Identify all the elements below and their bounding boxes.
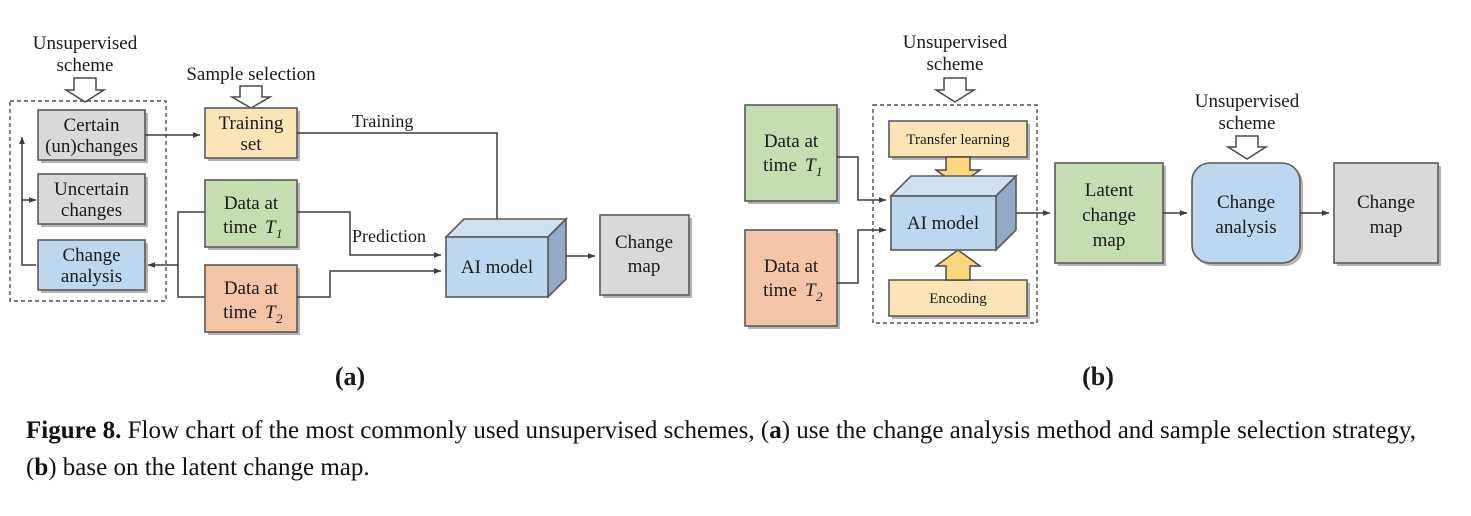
- annotation-line-2: scheme: [1219, 113, 1276, 134]
- node-label-line-1: Data at: [224, 193, 279, 214]
- node-label-subscript: 2: [816, 289, 823, 304]
- node-data-t2-a[interactable]: Data at time T 2: [204, 264, 300, 335]
- node-data-t2-b[interactable]: Data at time T 2: [744, 229, 840, 329]
- node-label-line-2: map: [1370, 217, 1403, 238]
- node-label-symbol: T: [265, 217, 277, 238]
- down-block-arrow-icon: [1225, 135, 1269, 160]
- node-label-line-1: Data at: [224, 278, 279, 299]
- figure-caption-text-1: Flow chart of the most commonly used uns…: [121, 417, 770, 444]
- node-transfer-learning[interactable]: Transfer learning: [888, 120, 1030, 160]
- cube-front-face: [445, 236, 549, 298]
- node-uncertain-changes[interactable]: Uncertain changes: [37, 173, 148, 227]
- node-label-line-3: map: [1093, 230, 1126, 251]
- node-label-line-2: set: [240, 134, 262, 155]
- node-ai-model-a[interactable]: AI model: [444, 217, 568, 299]
- node-label-subscript: 2: [276, 311, 283, 326]
- connector-t1-prediction-to-ai-model: [297, 211, 442, 258]
- down-block-arrow-icon: [933, 77, 977, 103]
- node-label-line-1: Change: [615, 232, 673, 253]
- node-label-line-2: changes: [61, 200, 122, 221]
- connector-training-to-ai-model: [297, 132, 500, 229]
- node-label-line-1: Certain: [64, 115, 120, 136]
- edge-label-prediction: Prediction: [352, 226, 426, 246]
- annotation-line-2: scheme: [57, 55, 114, 76]
- node-label-line-2: (un)changes: [45, 136, 138, 157]
- figure-caption-text-3: method and sample selection strategy, (: [26, 417, 1416, 481]
- figure-caption-text-2: ) use the change analysis: [781, 417, 1031, 444]
- node-label-line-2: analysis: [61, 266, 122, 287]
- unsupervised-scheme-group-b: [872, 104, 1038, 324]
- panel-b-label: (b): [1082, 362, 1114, 391]
- cube-top-face: [444, 218, 568, 238]
- annotation-line-1: Unsupervised: [903, 32, 1008, 53]
- node-change-analysis-a[interactable]: Change analysis: [37, 239, 148, 293]
- node-encoding[interactable]: Encoding: [888, 279, 1030, 319]
- node-label-symbol: T: [805, 280, 817, 301]
- cube-top-face: [889, 175, 1018, 197]
- node-label-line-2: time: [223, 217, 257, 238]
- connector-t2-prediction-to-ai-model: [297, 268, 442, 298]
- edge-label-training: Training: [352, 111, 413, 131]
- figure-caption: Figure 8. Flow chart of the most commonl…: [26, 412, 1446, 486]
- node-label: AI model: [461, 257, 533, 278]
- node-data-t1-b[interactable]: Data at time T 1: [744, 104, 840, 204]
- figure-caption-ref-a: a: [769, 417, 782, 444]
- annotation-sample-selection: Sample selection: [186, 64, 316, 109]
- node-label-line-2: map: [628, 256, 661, 277]
- node-label-line-1: Change: [1217, 192, 1275, 213]
- node-label-line-2: change: [1082, 205, 1136, 226]
- connector-analysis-to-certain: [19, 136, 36, 266]
- encoding-up-arrow-icon: [933, 249, 983, 281]
- node-label-line-2: analysis: [1215, 217, 1276, 238]
- node-label-line-1: Change: [62, 245, 120, 266]
- node-training-set[interactable]: Training set: [204, 107, 300, 161]
- cube-front-face: [890, 195, 997, 251]
- down-block-arrow-icon: [63, 77, 107, 103]
- annotation-unsupervised-scheme-b-model: Unsupervised scheme: [903, 32, 1008, 103]
- node-label: Transfer learning: [906, 132, 1010, 148]
- annotation-unsupervised-scheme-a: Unsupervised scheme: [33, 33, 138, 103]
- annotation-unsupervised-scheme-b-analysis: Unsupervised scheme: [1195, 91, 1300, 160]
- annotation-line-1: Unsupervised: [33, 33, 138, 54]
- node-label-line-1: Data at: [764, 256, 819, 277]
- flow-chart-diagram: Unsupervised scheme Sample selection Cer…: [9, 32, 1441, 391]
- annotation-line-1: Sample selection: [186, 64, 316, 85]
- panel-b: Unsupervised scheme Unsupervised scheme …: [744, 32, 1441, 391]
- node-label: Encoding: [929, 291, 987, 307]
- node-label-subscript: 1: [816, 164, 823, 179]
- node-label-line-1: Latent: [1085, 180, 1134, 201]
- panel-a: Unsupervised scheme Sample selection Cer…: [9, 33, 692, 391]
- node-change-map-b[interactable]: Change map: [1333, 162, 1441, 266]
- node-label-subscript: 1: [276, 226, 283, 241]
- unsupervised-scheme-group-a: [9, 100, 167, 302]
- figure-caption-label: Figure 8.: [26, 417, 122, 444]
- figure-caption-text-4: ) base on the latent change map.: [48, 454, 370, 481]
- node-label-line-1: Uncertain: [54, 179, 129, 200]
- node-latent-change-map[interactable]: Latent change map: [1054, 162, 1166, 266]
- node-label-line-2: time: [223, 302, 257, 323]
- node-label-line-1: Change: [1357, 192, 1415, 213]
- node-label-line-2: time: [763, 280, 797, 301]
- panel-a-label: (a): [335, 362, 365, 391]
- down-block-arrow-icon: [229, 85, 273, 109]
- connector-data-t2-to-change-analysis: [177, 265, 205, 298]
- node-label-line-2: time: [763, 155, 797, 176]
- figure-caption-ref-b: b: [34, 454, 49, 481]
- node-label-symbol: T: [805, 155, 817, 176]
- node-label-line-1: Training: [219, 113, 284, 134]
- node-change-analysis-b[interactable]: Change analysis: [1191, 162, 1303, 266]
- node-ai-model-b[interactable]: AI model: [889, 174, 1018, 252]
- node-data-t1-a[interactable]: Data at time T 1: [204, 179, 300, 250]
- connector-t1-to-ai-model-b: [837, 156, 887, 203]
- node-label: AI model: [907, 213, 979, 234]
- node-label-line-1: Data at: [764, 131, 819, 152]
- node-label-symbol: T: [265, 302, 277, 323]
- node-certain-changes[interactable]: Certain (un)changes: [37, 109, 148, 163]
- annotation-line-2: scheme: [927, 54, 984, 75]
- connector-t2-to-ai-model-b: [837, 227, 887, 284]
- connector-data-t1-to-change-analysis: [147, 211, 205, 268]
- node-change-map-a[interactable]: Change map: [599, 214, 692, 298]
- annotation-line-1: Unsupervised: [1195, 91, 1300, 112]
